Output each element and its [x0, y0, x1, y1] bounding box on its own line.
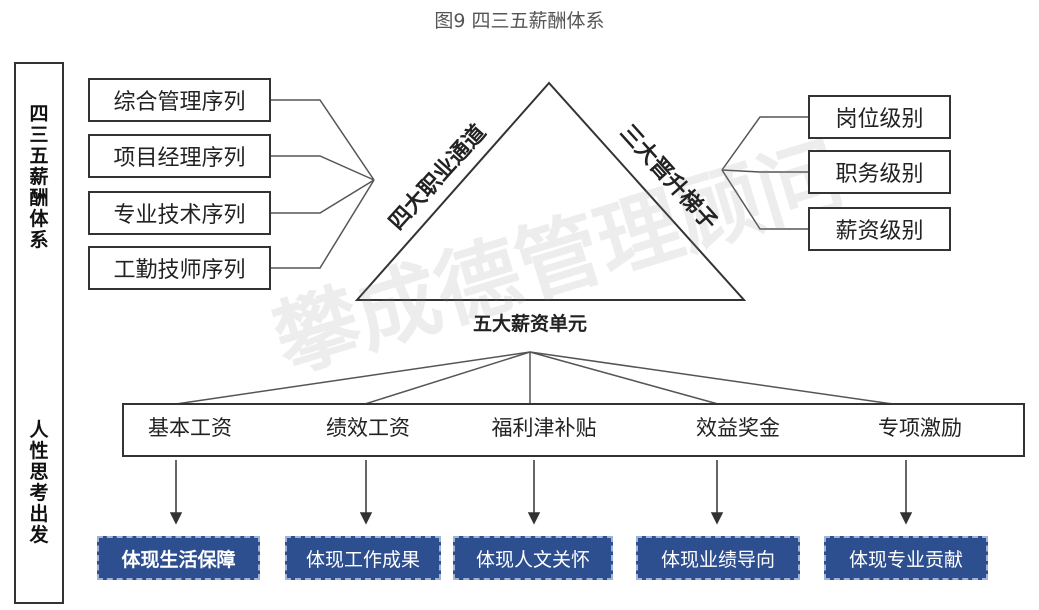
outcome-label: 体现业绩导向 — [660, 548, 775, 571]
channel-connector-2 — [270, 155, 375, 181]
channel-connector-1 — [270, 99, 375, 181]
channel-box-1: 综合管理序列 — [88, 78, 271, 122]
component-2: 绩效工资 — [326, 416, 410, 440]
channel-connector-4 — [270, 179, 375, 269]
arrow-4 — [710, 512, 724, 525]
humanity-label-text: 人性思考出发 — [29, 419, 49, 546]
ladder-label: 薪资级别 — [835, 219, 924, 244]
outcome-1: 体现生活保障 — [97, 536, 260, 580]
fan-line-1 — [175, 351, 531, 405]
component-1: 基本工资 — [148, 416, 232, 440]
channel-label: 工勤技师序列 — [113, 258, 246, 283]
arrow-1 — [169, 512, 183, 525]
triangle-bottom-label: 五大薪资单元 — [472, 313, 587, 335]
arrow-2 — [359, 512, 373, 525]
humanity-label: 人性思考出发 — [24, 420, 54, 570]
channel-box-3: 专业技术序列 — [88, 191, 271, 235]
fan-line-4 — [529, 351, 719, 405]
ladder-label: 岗位级别 — [835, 107, 924, 132]
components-bar — [122, 403, 1025, 457]
outcome-label: 体现人文关怀 — [475, 548, 590, 571]
channel-label: 项目经理序列 — [113, 146, 246, 171]
ladder-connector-2 — [721, 169, 808, 173]
channel-box-2: 项目经理序列 — [88, 134, 271, 178]
ladder-connector-1 — [721, 116, 808, 171]
fan-line-5 — [529, 351, 894, 405]
channel-box-4: 工勤技师序列 — [88, 246, 271, 290]
component-4: 效益奖金 — [696, 416, 780, 440]
outcome-label: 体现专业贡献 — [848, 548, 963, 571]
channel-connector-3 — [270, 179, 375, 214]
outcome-5: 体现专业贡献 — [824, 536, 988, 580]
ladder-label: 职务级别 — [835, 162, 924, 187]
ladder-box-1: 岗位级别 — [808, 95, 951, 139]
ladder-connector-3 — [721, 169, 808, 230]
outcome-3: 体现人文关怀 — [453, 536, 613, 580]
figure-title: 图9 四三五薪酬体系 — [434, 10, 605, 32]
outcome-label: 体现工作成果 — [305, 548, 420, 571]
outcome-label: 体现生活保障 — [121, 548, 236, 571]
system-label: 四三五薪酬体系 — [24, 104, 54, 264]
arrow-3 — [527, 512, 541, 525]
component-5: 专项激励 — [878, 416, 962, 440]
ladder-box-2: 职务级别 — [808, 150, 951, 194]
ladder-box-3: 薪资级别 — [808, 207, 951, 251]
component-3: 福利津补贴 — [491, 416, 597, 440]
triangle-shape — [354, 81, 747, 301]
system-label-text: 四三五薪酬体系 — [29, 103, 49, 251]
outcome-4: 体现业绩导向 — [636, 536, 800, 580]
channel-label: 综合管理序列 — [113, 90, 246, 115]
channel-label: 专业技术序列 — [113, 203, 246, 228]
fan-line-2 — [364, 351, 531, 405]
outcome-2: 体现工作成果 — [285, 536, 441, 580]
left-label-column — [14, 62, 64, 604]
arrow-5 — [899, 512, 913, 525]
